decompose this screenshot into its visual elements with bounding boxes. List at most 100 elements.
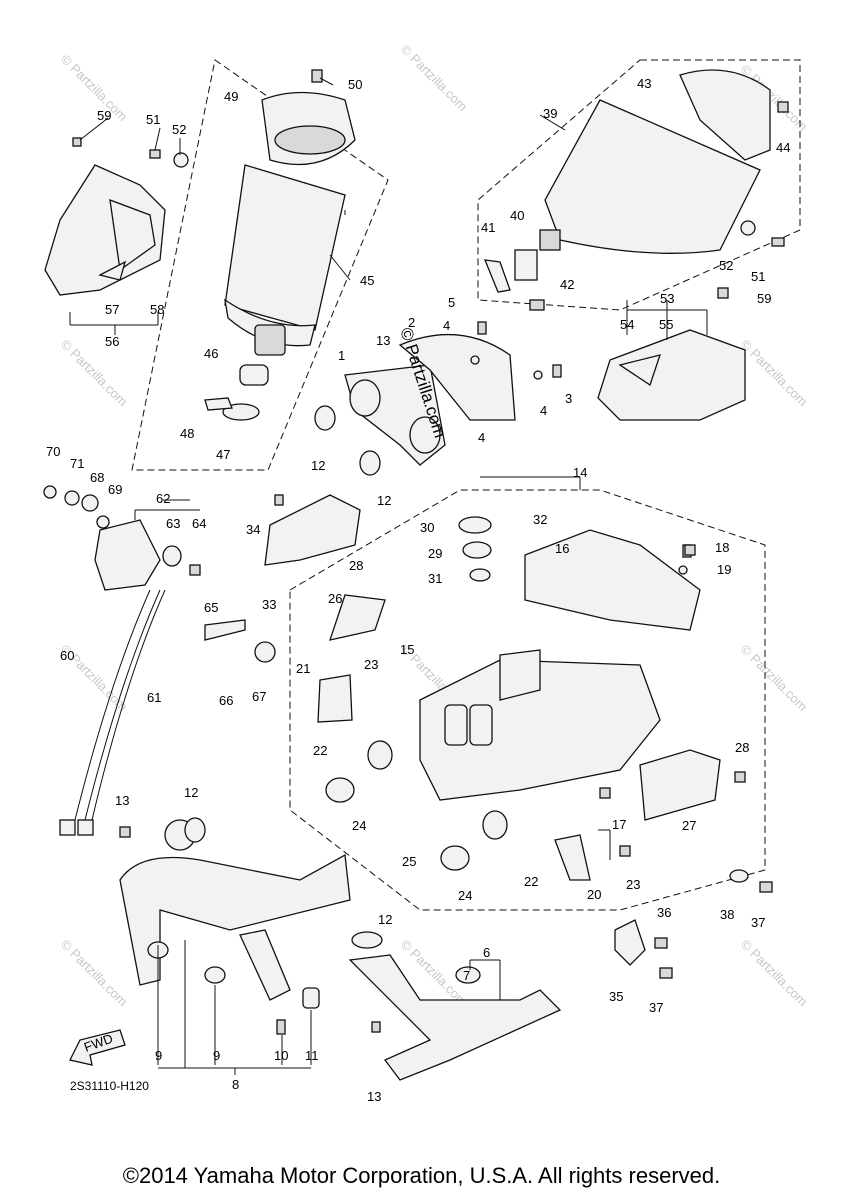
muffler-45-group <box>204 69 356 421</box>
callout-49: 49 <box>224 89 238 104</box>
callout-28: 28 <box>735 740 749 755</box>
callout-2: 2 <box>408 315 415 330</box>
callout-28: 28 <box>349 558 363 573</box>
callout-8: 8 <box>232 1077 239 1092</box>
callout-23: 23 <box>626 877 640 892</box>
callout-3: 3 <box>565 391 572 406</box>
leader-lines <box>69 77 708 1075</box>
callout-38: 38 <box>720 907 734 922</box>
callout-69: 69 <box>108 482 122 497</box>
callout-22: 22 <box>313 743 327 758</box>
callout-7: 7 <box>463 968 470 983</box>
watermark: © Partzilla.com <box>398 42 471 115</box>
callout-52: 52 <box>172 122 186 137</box>
copyright-notice: ©2014 Yamaha Motor Corporation, U.S.A. A… <box>122 1163 721 1188</box>
exhaust-pipe-8-group <box>119 817 351 1035</box>
callout-68: 68 <box>90 470 104 485</box>
callout-22: 22 <box>524 874 538 889</box>
callout-37: 37 <box>751 915 765 930</box>
callout-64: 64 <box>192 516 206 531</box>
bracket-35-group <box>614 544 773 979</box>
callout-12: 12 <box>378 912 392 927</box>
callout-13: 13 <box>376 333 390 348</box>
callout-31: 31 <box>428 571 442 586</box>
watermark: © Partzilla.com <box>738 937 811 1010</box>
callout-59: 59 <box>97 108 111 123</box>
cover-33-group <box>264 494 361 566</box>
callout-35: 35 <box>609 989 623 1004</box>
muffler-assembly-39-outline <box>477 59 801 311</box>
callout-62: 62 <box>156 491 170 506</box>
callout-27: 27 <box>682 818 696 833</box>
callout-30: 30 <box>420 520 434 535</box>
callout-10: 10 <box>274 1048 288 1063</box>
callout-4: 4 <box>478 430 485 445</box>
callout-32: 32 <box>533 512 547 527</box>
callout-44: 44 <box>776 140 790 155</box>
callout-70: 70 <box>46 444 60 459</box>
callout-58: 58 <box>150 302 164 317</box>
callout-46: 46 <box>204 346 218 361</box>
muffler-39-group <box>483 69 789 311</box>
callout-17: 17 <box>612 817 626 832</box>
callout-9: 9 <box>155 1048 162 1063</box>
catalyst-assembly-14-outline <box>289 489 766 911</box>
callout-14: 14 <box>573 465 587 480</box>
callout-51: 51 <box>751 269 765 284</box>
part-callouts: 1 2 3 4 4 4 5 6 7 8 9 9 10 11 12 12 12 1… <box>46 76 790 1104</box>
callout-47: 47 <box>216 447 230 462</box>
exhaust-valve-62-group <box>43 485 276 836</box>
callout-60: 60 <box>60 648 74 663</box>
callout-39: 39 <box>543 106 557 121</box>
watermark: © Partzilla.com <box>738 337 811 410</box>
callout-71: 71 <box>70 456 84 471</box>
callout-25: 25 <box>402 854 416 869</box>
callout-13: 13 <box>367 1089 381 1104</box>
watermark: © Partzilla.com <box>738 642 811 715</box>
callout-19: 19 <box>717 562 731 577</box>
callout-40: 40 <box>510 208 524 223</box>
callout-48: 48 <box>180 426 194 441</box>
watermark: © Partzilla.com <box>58 337 131 410</box>
callout-13: 13 <box>115 793 129 808</box>
callout-37: 37 <box>649 1000 663 1015</box>
callout-54: 54 <box>620 317 634 332</box>
watermark: © Partzilla.com <box>58 937 131 1010</box>
callout-63: 63 <box>166 516 180 531</box>
assembly-outlines <box>131 59 801 911</box>
callout-6: 6 <box>483 945 490 960</box>
exhaust-pipe-1-group <box>314 321 562 476</box>
callout-67: 67 <box>252 689 266 704</box>
callout-59: 59 <box>757 291 771 306</box>
callout-34: 34 <box>246 522 260 537</box>
fwd-arrow: FWD <box>69 1029 126 1066</box>
callout-12: 12 <box>184 785 198 800</box>
callout-11: 11 <box>305 1048 319 1063</box>
callout-5: 5 <box>448 295 455 310</box>
callout-66: 66 <box>219 693 233 708</box>
callout-43: 43 <box>637 76 651 91</box>
callout-16: 16 <box>555 541 569 556</box>
callout-33: 33 <box>262 597 276 612</box>
drawing-code: 2S31110-H120 <box>70 1079 149 1093</box>
callout-45: 45 <box>360 273 374 288</box>
callout-50: 50 <box>348 77 362 92</box>
callout-4: 4 <box>540 403 547 418</box>
callout-12: 12 <box>377 493 391 508</box>
callout-57: 57 <box>105 302 119 317</box>
callout-9: 9 <box>213 1048 220 1063</box>
callout-61: 61 <box>147 690 161 705</box>
callout-21: 21 <box>296 661 310 676</box>
callout-65: 65 <box>204 600 218 615</box>
callout-18: 18 <box>715 540 729 555</box>
callout-53: 53 <box>660 291 674 306</box>
callout-12: 12 <box>311 458 325 473</box>
watermark: © Partzilla.com <box>58 52 131 125</box>
callout-15: 15 <box>400 642 414 657</box>
callout-26: 26 <box>328 591 342 606</box>
callout-4: 4 <box>443 318 450 333</box>
callout-42: 42 <box>560 277 574 292</box>
catalyst-14-group <box>317 516 721 881</box>
callout-29: 29 <box>428 546 442 561</box>
